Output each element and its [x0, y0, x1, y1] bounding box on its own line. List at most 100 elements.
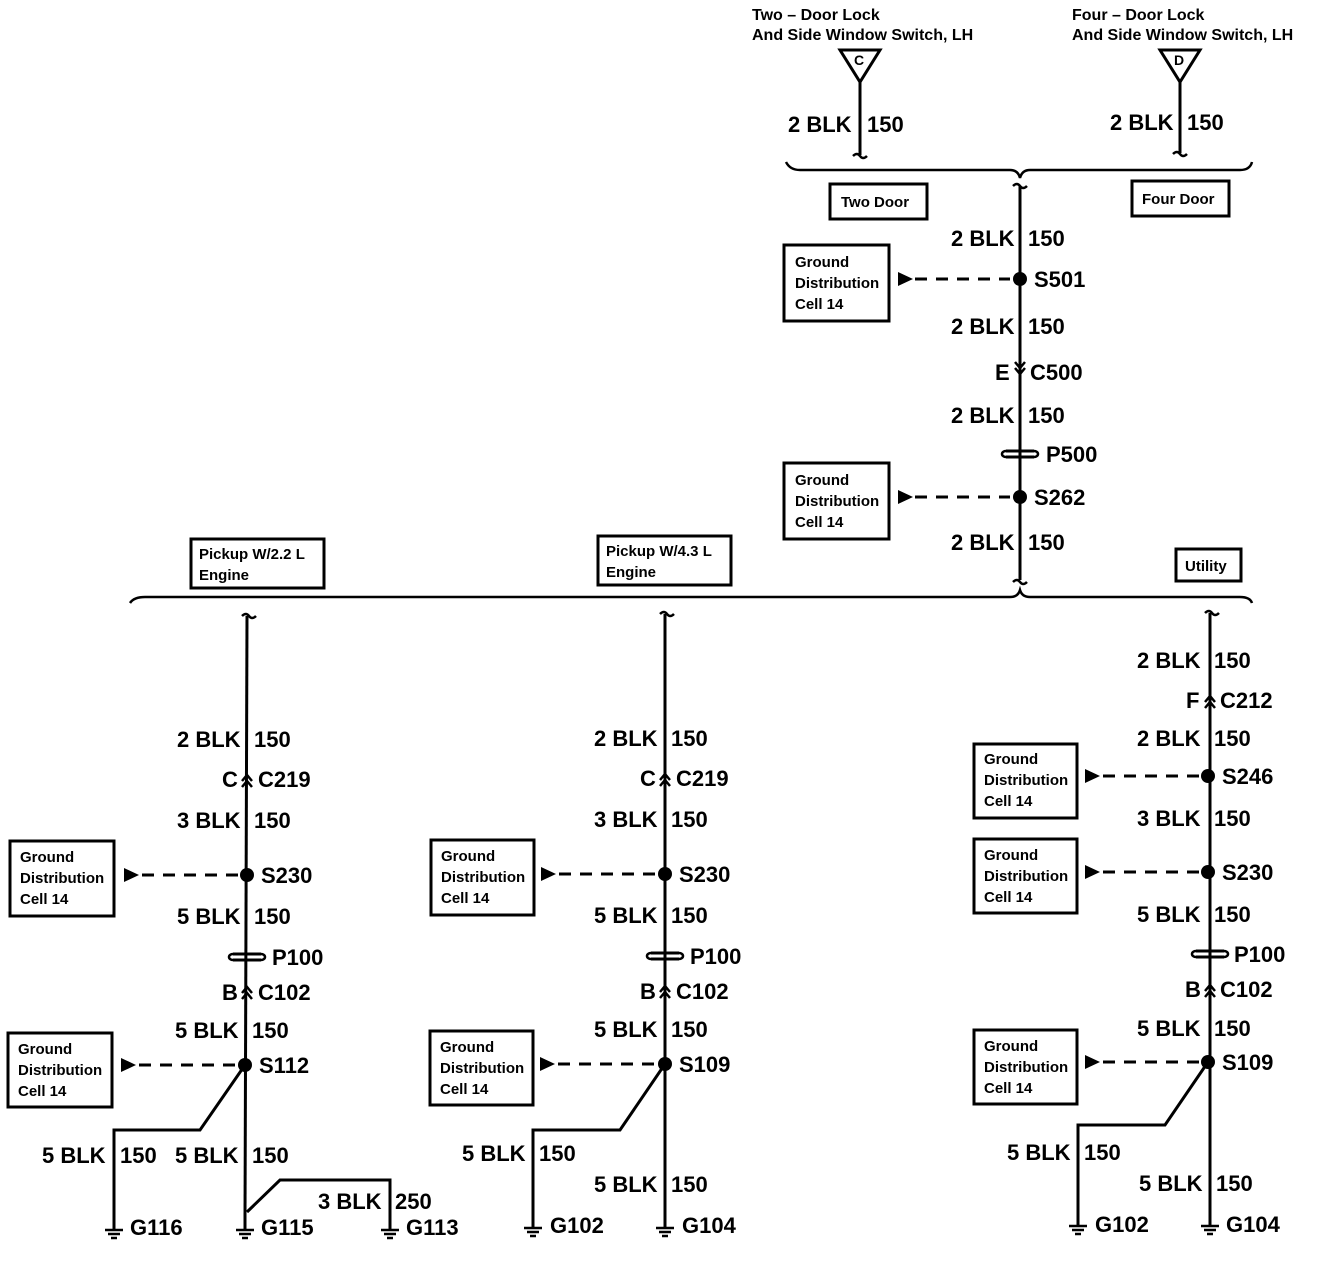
left-wire-label-2: 3 BLK [177, 808, 241, 833]
switch-d-circuit-label: 150 [1187, 110, 1224, 135]
left-c102-pin: B [222, 980, 238, 1005]
right-circuit-label-4: 150 [1214, 902, 1251, 927]
connector-d-triangle [1157, 48, 1203, 85]
left-splice-s230-dot [240, 868, 254, 882]
right-circuit-label-5: 150 [1214, 1016, 1251, 1041]
splice-s262-label: S262 [1034, 485, 1085, 510]
left-c219-label: C219 [258, 767, 311, 792]
svg-text:Cell 14: Cell 14 [984, 889, 1033, 906]
left-g113-wire-label: 3 BLK [318, 1189, 382, 1214]
switch-c-title-line1: Two – Door Lock [752, 7, 880, 24]
center-circuit-label-2: 150 [1028, 314, 1065, 339]
left-branch-wire-g116 [112, 1064, 247, 1218]
svg-text:Cell 14: Cell 14 [984, 1080, 1033, 1097]
left-g113-circuit-label: 250 [395, 1189, 432, 1214]
center-wire-label-4: 2 BLK [951, 530, 1015, 555]
right-ground-g102-label: G102 [1095, 1212, 1149, 1237]
left-splice-s112-label: S112 [259, 1053, 309, 1078]
middle-ground-g102-label: G102 [550, 1213, 604, 1238]
right-circuit-label-1: 150 [1214, 648, 1251, 673]
middle-c219-pin: C [640, 766, 656, 791]
middle-ground-box-s109: Ground Distribution Cell 14 [428, 1029, 535, 1107]
middle-ground-box-s230: Ground Distribution Cell 14 [429, 838, 536, 917]
svg-text:Cell 14: Cell 14 [20, 891, 69, 908]
middle-wire-label-4: 5 BLK [594, 1017, 658, 1042]
middle-branch-circuit-label: 150 [539, 1141, 576, 1166]
right-ground-g104-label: G104 [1226, 1212, 1281, 1237]
svg-text:Cell 14: Cell 14 [984, 793, 1033, 810]
svg-text:Distribution: Distribution [20, 870, 104, 887]
ground-g115-label: G115 [261, 1215, 314, 1240]
middle-wire-label-1: 2 BLK [594, 726, 658, 751]
svg-text:Ground: Ground [795, 472, 849, 489]
svg-text:Ground: Ground [984, 1038, 1038, 1055]
right-c212-pin: F [1186, 688, 1199, 713]
svg-text:Cell 14: Cell 14 [795, 514, 844, 531]
right-ground-box-s230: Ground Distribution Cell 14 [972, 837, 1079, 915]
left-circuit-label-4: 150 [252, 1018, 289, 1043]
center-circuit-label-1: 150 [1028, 226, 1065, 251]
variant-box-utility [1174, 547, 1243, 583]
right-splice-s109-label: S109 [1222, 1050, 1273, 1075]
center-wire-label-1: 2 BLK [951, 226, 1015, 251]
variant-utility-label: Utility [1185, 558, 1227, 575]
right-c102-pin: B [1185, 977, 1201, 1002]
middle-circuit-label-4: 150 [671, 1017, 708, 1042]
right-ground-box-s246: Ground Distribution Cell 14 [972, 742, 1079, 820]
right-branch-circuit-label: 150 [1084, 1140, 1121, 1165]
center-wire-label-3: 2 BLK [951, 403, 1015, 428]
right-wire-label-6: 5 BLK [1139, 1171, 1203, 1196]
middle-ground-g102-icon [522, 1214, 544, 1238]
c500-pin-label: E [995, 360, 1010, 385]
ground-distribution-box-s262: Ground Distribution Cell 14 [782, 461, 891, 541]
middle-splice-s230-dot [658, 867, 672, 881]
svg-text:Ground: Ground [440, 1039, 494, 1056]
variant-pickup-43-line1: Pickup W/4.3 L [606, 543, 712, 560]
right-p100-label: P100 [1234, 942, 1285, 967]
svg-text:Ground: Ground [984, 751, 1038, 768]
left-p100-label: P100 [272, 945, 323, 970]
left-circuit-label-3: 150 [254, 904, 291, 929]
connector-c-triangle [837, 48, 883, 85]
middle-wire-label-3: 5 BLK [594, 903, 658, 928]
variant-pickup-22-line2: Engine [199, 567, 249, 584]
variant-pickup-22-line1: Pickup W/2.2 L [199, 546, 305, 563]
switch-d-title-line2: And Side Window Switch, LH [1072, 27, 1293, 44]
svg-text:Cell 14: Cell 14 [18, 1083, 67, 1100]
left-c102-label: C102 [258, 980, 311, 1005]
right-circuit-label-3: 150 [1214, 806, 1251, 831]
right-splice-s230-label: S230 [1222, 860, 1273, 885]
middle-ground-g104-label: G104 [682, 1213, 737, 1238]
ground-g113-label: G113 [406, 1215, 459, 1240]
middle-c102-pin: B [640, 979, 656, 1004]
right-circuit-label-2: 150 [1214, 726, 1251, 751]
svg-text:Ground: Ground [18, 1041, 72, 1058]
c500-connector-label: C500 [1030, 360, 1083, 385]
middle-p100-label: P100 [690, 944, 741, 969]
svg-text:Ground: Ground [441, 848, 495, 865]
middle-c102-label: C102 [676, 979, 729, 1004]
left-trunk-wire [243, 615, 249, 1219]
right-splice-s246-dot [1201, 769, 1215, 783]
middle-ground-g104-icon [654, 1214, 676, 1238]
ground-g116-icon [103, 1216, 125, 1240]
right-branch-wire-g102 [1076, 1061, 1210, 1216]
right-ground-g102-icon [1067, 1212, 1089, 1236]
middle-wire-label-5: 5 BLK [594, 1172, 658, 1197]
middle-branch-wire-label: 5 BLK [462, 1141, 526, 1166]
ground-distribution-box-s501: Ground Distribution Cell 14 [782, 243, 891, 323]
connector-c-letter: C [854, 52, 864, 68]
middle-circuit-label-3: 150 [671, 903, 708, 928]
splice-s262-dot [1013, 490, 1027, 504]
switch-c-wire-label: 2 BLK [788, 112, 852, 137]
left-circuit-label-2: 150 [254, 808, 291, 833]
switch-c-circuit-label: 150 [867, 112, 904, 137]
right-c102-label: C102 [1220, 977, 1273, 1002]
p500-label: P500 [1046, 442, 1097, 467]
left-branch-wire-label: 5 BLK [42, 1143, 106, 1168]
right-splice-s246-label: S246 [1222, 764, 1273, 789]
left-branch-circuit-label: 150 [120, 1143, 157, 1168]
engine-variant-brace [128, 585, 1254, 604]
ground-g113-icon [379, 1216, 401, 1240]
